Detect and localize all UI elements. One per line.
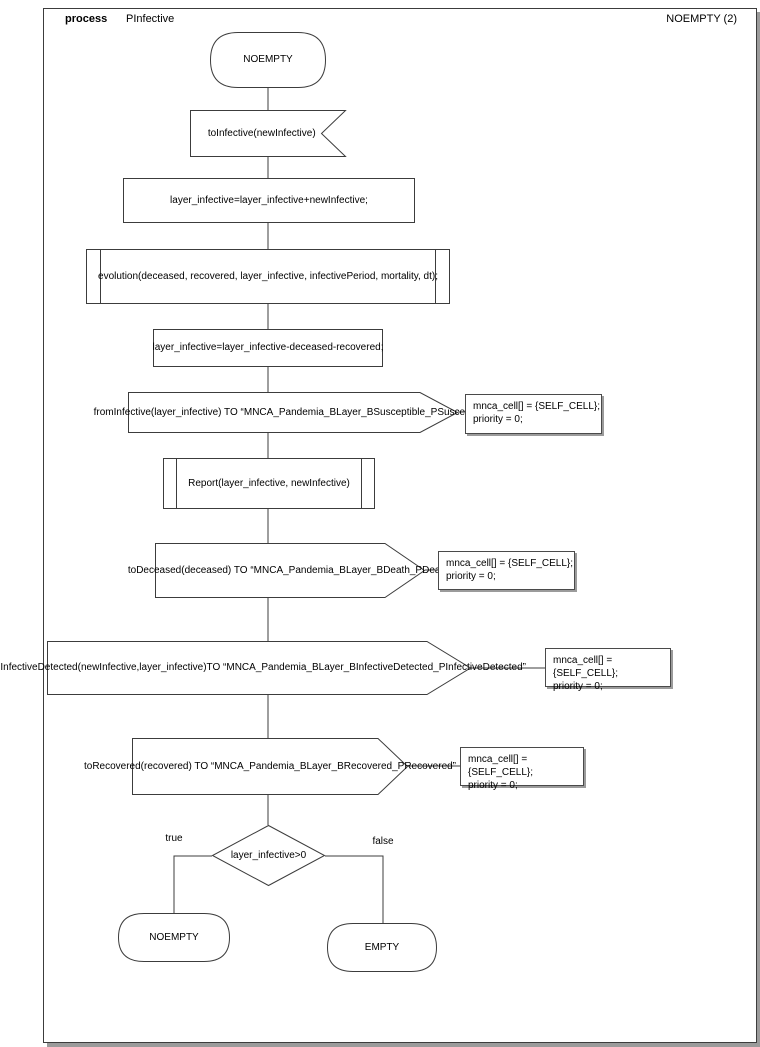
- comment-line-2: priority = 0;: [468, 780, 518, 791]
- decision-shape: [213, 826, 325, 886]
- output-signal-shape: [156, 544, 425, 598]
- comment-from-infective: mnca_cell[] = {SELF_CELL}; priority = 0;: [465, 394, 602, 434]
- comment-line-1: mnca_cell[] = {SELF_CELL};: [468, 754, 534, 778]
- process-name-label: PInfective: [126, 13, 175, 25]
- process-keyword-label: process: [65, 13, 108, 25]
- state-label: EMPTY: [364, 941, 400, 953]
- comment-line-2: priority = 0;: [473, 414, 523, 425]
- comment-line-1: mnca_cell[] = {SELF_CELL};: [553, 655, 619, 679]
- comment-line-2: priority = 0;: [446, 571, 496, 582]
- input-toinfective: toInfective(newInfective): [190, 110, 346, 157]
- state-shape: [119, 914, 230, 962]
- task-add-newinfective: layer_infective=layer_infective+newInfec…: [123, 178, 415, 223]
- procedure-label: Report(layer_infective, newInfective): [188, 477, 350, 489]
- procedure-shape: [87, 250, 450, 304]
- procedure-shape: [164, 459, 375, 509]
- comment-to-deceased: mnca_cell[] = {SELF_CELL}; priority = 0;: [438, 551, 575, 590]
- input-signal-label: toInfective(newInfective): [207, 127, 316, 139]
- output-signal-label: toInfectiveDetected(newInfective,layer_i…: [0, 662, 526, 673]
- output-signal-label: toDeceased(deceased) TO “MNCA_Pandemia_B…: [127, 564, 453, 576]
- state-label: NOEMPTY: [243, 54, 293, 65]
- procedure-evolution: evolution(deceased, recovered, layer_inf…: [86, 249, 450, 304]
- decision-label: layer_infective>0: [230, 849, 307, 861]
- task-label: layer_infective=layer_infective+newInfec…: [170, 194, 368, 206]
- output-signal-shape: [129, 393, 458, 433]
- output-signal-label: fromInfective(layer_infective) TO “MNCA_…: [93, 406, 493, 418]
- comment-to-infective-detected: mnca_cell[] = {SELF_CELL}; priority = 0;: [545, 648, 671, 692]
- state-shape: [211, 33, 326, 88]
- branch-true-label: true: [165, 833, 183, 844]
- procedure-label: evolution(deceased, recovered, layer_inf…: [98, 270, 438, 282]
- task-subtract: layer_infective=layer_infective-deceased…: [153, 329, 383, 367]
- page-reference-label: NOEMPTY (2): [666, 13, 737, 25]
- state-start-noempty: NOEMPTY: [210, 32, 326, 88]
- output-to-recovered: toRecovered(recovered) TO “MNCA_Pandemia…: [84, 738, 456, 795]
- output-signal-label: toRecovered(recovered) TO “MNCA_Pandemia…: [83, 760, 457, 772]
- task-shape: [124, 179, 415, 223]
- output-to-infective-detected: toInfectiveDetected(newInfective,layer_i…: [0, 641, 526, 695]
- decision-layer-infective: layer_infective>0: [212, 825, 325, 886]
- procedure-report: Report(layer_infective, newInfective): [163, 458, 375, 509]
- output-signal-shape: [48, 642, 471, 695]
- output-from-infective: fromInfective(layer_infective) TO “MNCA_…: [94, 392, 492, 433]
- state-end-empty: EMPTY: [327, 923, 437, 972]
- task-shape: [154, 330, 383, 367]
- comment-to-recovered: mnca_cell[] = {SELF_CELL}; priority = 0;: [460, 747, 584, 791]
- state-shape: [328, 924, 437, 972]
- comment-line-2: priority = 0;: [553, 681, 603, 692]
- state-label: NOEMPTY: [149, 931, 199, 943]
- comment-line-1: mnca_cell[] = {SELF_CELL};: [446, 558, 574, 569]
- output-to-deceased: toDeceased(deceased) TO “MNCA_Pandemia_B…: [128, 543, 452, 598]
- state-end-noempty: NOEMPTY: [118, 913, 230, 962]
- task-label: layer_infective=layer_infective-deceased…: [152, 342, 384, 353]
- process-page: [43, 8, 757, 1043]
- comment-line-1: mnca_cell[] = {SELF_CELL};: [473, 401, 601, 412]
- output-signal-shape: [133, 739, 408, 795]
- branch-false-label: false: [372, 836, 394, 847]
- input-signal-shape: [191, 111, 346, 157]
